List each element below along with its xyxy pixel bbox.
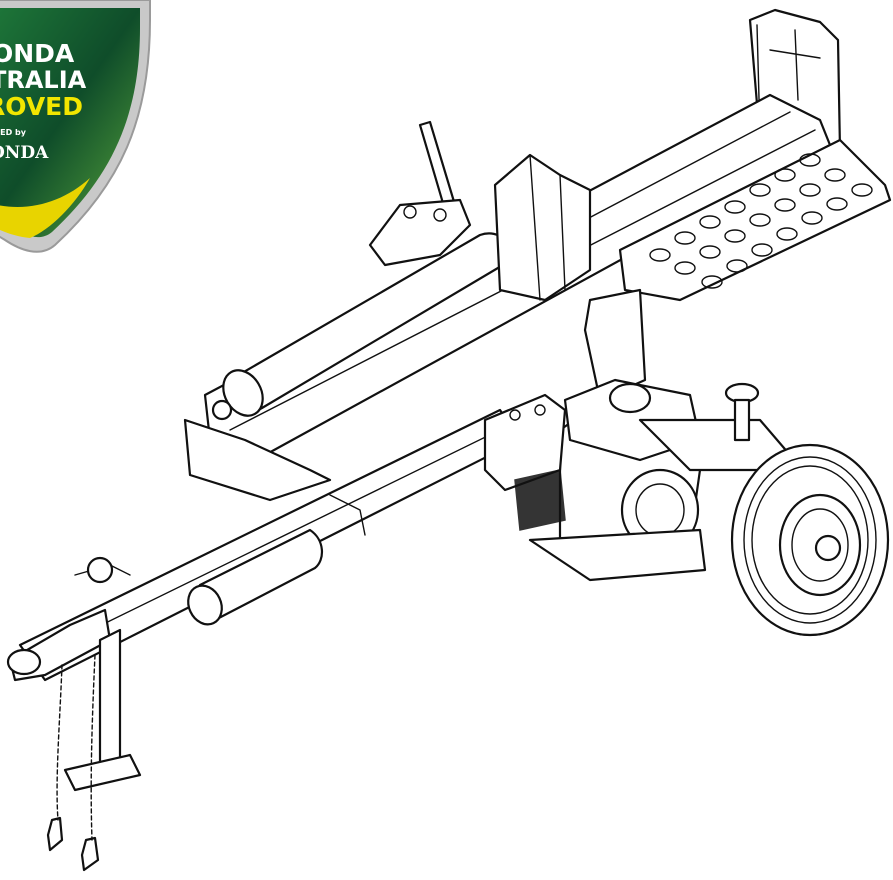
- engine: [483, 378, 707, 582]
- badge-line-3: ROVED: [0, 92, 83, 121]
- wheel-hub: [814, 534, 842, 562]
- fuel-cap: [608, 382, 652, 414]
- badge-shield: [0, 8, 140, 238]
- tank-neck: [733, 398, 751, 442]
- pusher-block: [493, 153, 592, 302]
- oil-filter-cap: [187, 584, 223, 626]
- log-tray: [618, 138, 892, 302]
- wheel: [730, 443, 890, 637]
- jack-stand: [98, 628, 122, 772]
- engine-pump: [514, 469, 566, 531]
- coupler-knob: [86, 556, 114, 584]
- engine-base: [528, 528, 707, 582]
- jack-foot: [63, 753, 142, 792]
- beam-cradle: [183, 418, 332, 502]
- pusher-edges: [529, 154, 566, 301]
- handle-clip: [329, 494, 366, 536]
- approval-badge: ONDA TRALIA ROVED RED by ONDA: [0, 0, 151, 253]
- badge-small-text: RED by: [0, 128, 27, 137]
- tray-holes: [649, 153, 873, 289]
- tongue-beam-edge: [29, 424, 511, 661]
- control-valve: [368, 198, 472, 267]
- chain-hook-right: [80, 836, 100, 872]
- badge-line-1: ONDA: [0, 39, 75, 68]
- badge-line-2: TRALIA: [0, 66, 87, 94]
- safety-chains: [56, 654, 96, 841]
- chain-hook-left: [46, 816, 64, 852]
- end-plate-cross: [769, 29, 821, 101]
- log-splitter: [6, 8, 892, 872]
- hitch-ball: [6, 648, 42, 676]
- badge-yellow-swoosh: [0, 178, 90, 238]
- cylinder-pin: [211, 399, 233, 421]
- valve-lever[interactable]: [418, 120, 457, 212]
- badge-brand-text: ONDA: [0, 143, 49, 163]
